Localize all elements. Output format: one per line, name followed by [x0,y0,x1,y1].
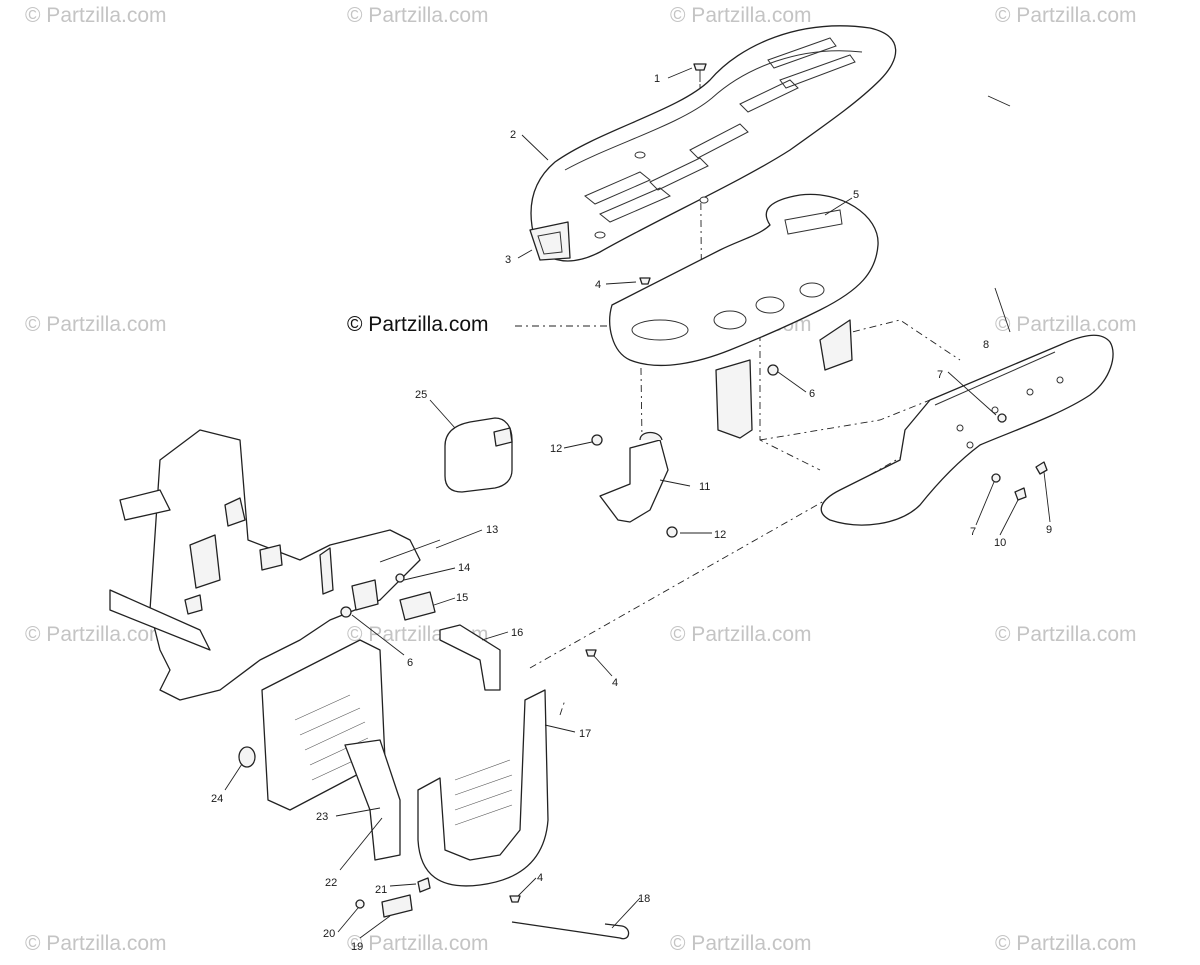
bolts-12 [591,434,678,538]
callout-label: 1 [654,73,660,85]
cable-18 [511,921,630,940]
callout-labels: 1 2 3 4 5 6 7 8 25 12 11 9 7 10 12 13 14… [211,73,1052,953]
callout-label: 7 [937,369,943,381]
bolt-1 [693,63,707,82]
bolts-4 [509,277,651,903]
leader-lines [224,67,1051,939]
bumper-hardware [991,413,1048,501]
callout-label: 18 [638,893,650,905]
callout-label: 11 [699,481,710,493]
mount-16 [439,624,501,691]
callout-label: 14 [458,562,470,574]
watermark: © Partzilla.com [995,313,1137,336]
watermark: © Partzilla.com [995,623,1137,646]
watermark: © Partzilla.com [347,4,489,27]
callout-label: 7 [970,526,976,538]
front-bumper-guard [417,689,549,887]
watermark: © Partzilla.com [25,623,167,646]
rear-bumper [820,334,1114,526]
watermark: © Partzilla.com [25,313,167,336]
callout-label: 20 [323,928,335,940]
watermark: © Partzilla.com [670,932,812,955]
watermark: © Partzilla.com [670,623,812,646]
callout-label: 12 [550,443,562,455]
rack-support [609,193,879,439]
callout-label: 15 [456,592,468,604]
callout-label: 3 [505,254,511,266]
callout-label: 6 [809,388,815,400]
watermark: © Partzilla.com [347,932,489,955]
callout-label: 9 [1046,524,1052,536]
callout-label: 22 [325,877,337,889]
watermark: © Partzilla.com [25,932,167,955]
callout-label: 25 [415,389,427,401]
vehicle-frame [109,429,421,701]
callout-label: 5 [853,189,859,201]
watermark: © Partzilla.com [995,4,1137,27]
callout-label: 17 [579,728,591,740]
callout-label: 12 [714,529,726,541]
watermark: © Partzilla.com [670,4,812,27]
watermark: © Partzilla.com [25,4,167,27]
light-bracket [599,431,669,523]
callout-label: 10 [994,537,1006,549]
callout-label: 4 [595,279,601,291]
callout-label: 19 [351,941,363,953]
callout-label: 2 [510,129,516,141]
callout-label: 8 [983,339,989,351]
callout-label: 24 [211,793,223,805]
callout-label: 13 [486,524,498,536]
callout-label: 16 [511,627,523,639]
side-panel-23 [344,739,401,861]
callout-label: 4 [537,872,543,884]
reflector-3 [529,221,571,261]
callout-label: 4 [612,677,618,689]
nut-6 [767,364,779,376]
small-parts [355,877,431,918]
rear-rack [530,25,897,262]
hardware-13-14-15 [340,539,441,621]
watermark: © Partzilla.com [995,932,1137,955]
callout-label: 21 [375,884,387,896]
plug-24 [238,746,256,768]
callout-label: 23 [316,811,328,823]
callout-label: 6 [407,657,413,669]
brand-label: © Partzilla.com [347,313,489,336]
taillight [444,417,513,493]
watermark-grid: © Partzilla.com © Partzilla.com © Partzi… [25,4,1137,955]
